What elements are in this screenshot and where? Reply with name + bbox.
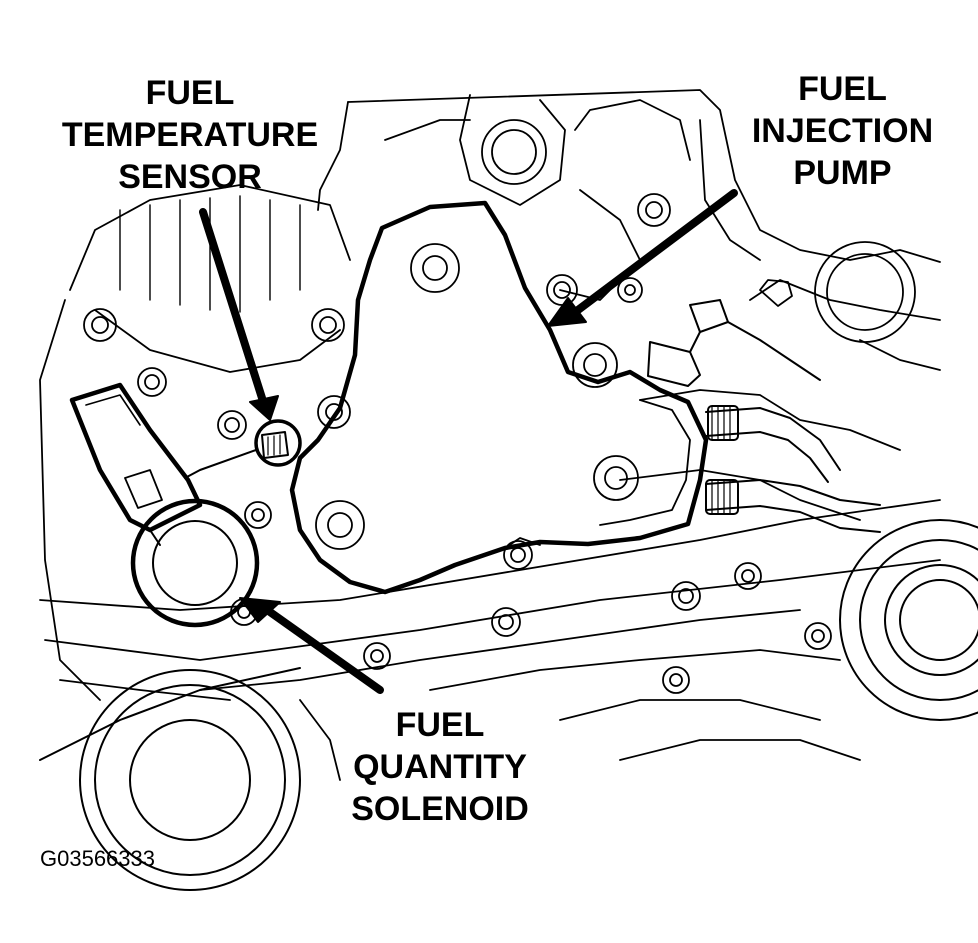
callout-line: FUEL	[145, 74, 235, 112]
callout-fuel-quantity-solenoid: FUEL QUANTITY SOLENOID	[335, 704, 545, 830]
pump-inner-contour-2	[504, 537, 541, 549]
callout-line: QUANTITY	[353, 748, 527, 786]
fuel-quantity-solenoid	[69, 382, 260, 628]
callout-fuel-injection-pump: FUEL INJECTION PUMP	[735, 68, 950, 194]
callout-line: PUMP	[793, 154, 892, 192]
arrow-fuel-temperature-sensor	[199, 208, 279, 421]
fuel-injection-pump-body	[289, 200, 709, 595]
callout-line: FUEL	[395, 706, 485, 744]
fuel-temperature-sensor	[184, 419, 302, 479]
fuel-lines	[647, 299, 881, 533]
pulleys	[39, 519, 978, 891]
callout-line: FUEL	[798, 70, 887, 108]
arrow-fuel-injection-pump	[547, 189, 738, 327]
callout-line: INJECTION	[751, 112, 934, 150]
callout-line: TEMPERATURE	[61, 116, 319, 154]
callout-line: SOLENOID	[351, 790, 529, 828]
arrow-fuel-quantity-solenoid	[239, 597, 384, 694]
callout-arrows	[199, 189, 738, 694]
pump-inner-contour	[599, 399, 691, 526]
callout-line: SENSOR	[118, 158, 262, 196]
callout-fuel-temperature-sensor: FUEL TEMPERATURE SENSOR	[50, 72, 330, 198]
bolts	[83, 193, 832, 694]
figure-id: G03566333	[40, 846, 155, 871]
